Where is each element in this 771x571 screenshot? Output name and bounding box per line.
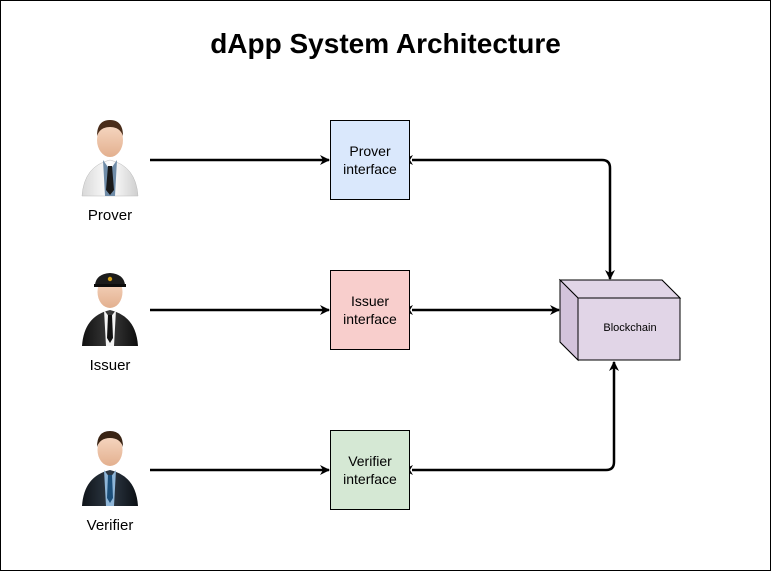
verifier-person-icon xyxy=(82,431,138,506)
blockchain-cube-icon xyxy=(558,278,682,362)
issuer-interface-box: Issuer interface xyxy=(330,270,410,350)
prover-interface-box: Prover interface xyxy=(330,120,410,200)
issuer-label: Issuer xyxy=(89,357,131,374)
issuer-interface-label: Issuer interface xyxy=(343,293,397,327)
verifier-chain-arrow xyxy=(403,361,619,475)
prover-person-icon xyxy=(81,120,139,197)
prover-interface-label: Prover interface xyxy=(343,143,397,177)
verifier-interface-box: Verifier interface xyxy=(330,430,410,510)
prover-chain-arrow xyxy=(403,155,615,280)
verifier-interface-label: Verifier interface xyxy=(343,453,397,487)
prover-label: Prover xyxy=(87,207,133,224)
diagram-title: dApp System Architecture xyxy=(210,28,561,59)
blockchain-label: Blockchain xyxy=(603,322,657,334)
verifier-label: Verifier xyxy=(86,517,134,534)
issuer-person-icon xyxy=(82,273,138,346)
